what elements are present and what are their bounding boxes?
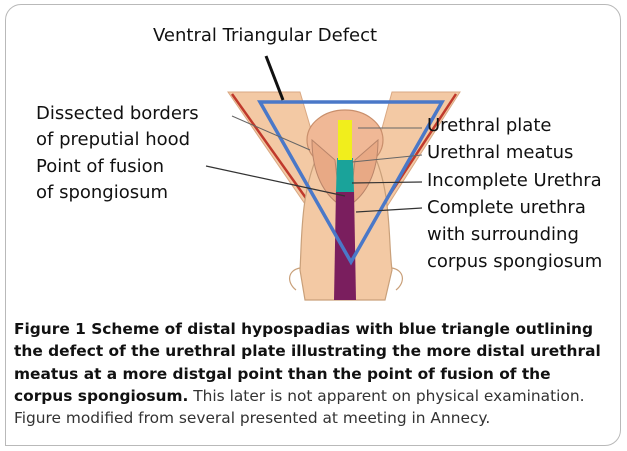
figure-caption: Figure 1 Scheme of distal hypospadias wi… — [14, 318, 614, 429]
complete-urethra — [334, 190, 356, 300]
label-corpus-spongiosum: corpus spongiosum — [427, 250, 602, 274]
label-urethral-plate: Urethral plate — [427, 114, 551, 138]
label-point-of-fusion: Point of fusion — [36, 155, 164, 179]
label-spongiosum: of spongiosum — [36, 181, 168, 205]
label-incomplete-urethra: Incomplete Urethra — [427, 169, 602, 193]
label-dissected-borders: Dissected borders — [36, 102, 199, 126]
urethral-meatus — [336, 158, 354, 192]
label-complete-urethra: Complete urethra — [427, 196, 586, 220]
label-ventral-defect: Ventral Triangular Defect — [153, 24, 377, 48]
label-urethral-meatus: Urethral meatus — [427, 141, 573, 165]
skin-fold-left — [290, 268, 300, 290]
label-surrounding: with surrounding — [427, 223, 579, 247]
urethral-plate — [338, 120, 352, 160]
skin-fold-right — [392, 268, 402, 290]
label-preputial-hood: of preputial hood — [36, 128, 190, 152]
